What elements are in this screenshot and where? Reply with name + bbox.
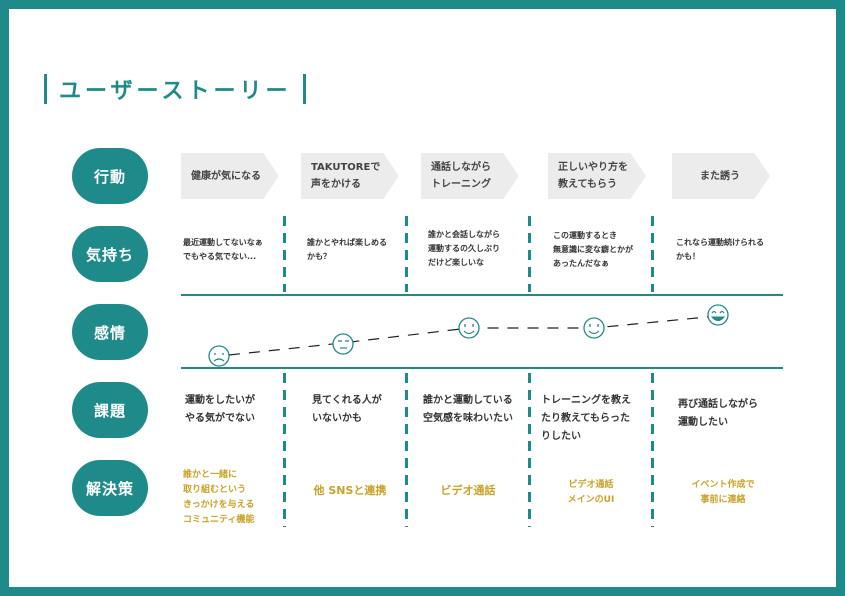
page-title-text: ユーザーストーリー: [59, 79, 292, 104]
issue-3: 誰かと運動している 空気感を味わいたい: [423, 395, 513, 424]
thought-3: 誰かと会話しながら 運動するの久しぶり だけど楽しいな: [428, 230, 500, 267]
divider-feeling-2: [405, 216, 408, 292]
emotion-band-top: [181, 294, 783, 296]
action-step-2: TAKUTOREで 声をかける: [301, 153, 399, 199]
action-step-4-label: 正しいやり方を 教えてもらう: [558, 162, 628, 190]
row-label-issue: 課題: [72, 382, 148, 438]
divider-feeling-3: [528, 216, 531, 292]
divider-bottom-4: [651, 373, 654, 527]
title-bar-right: [303, 74, 307, 104]
row-label-feeling: 気持ち: [72, 226, 148, 282]
action-step-2-label: TAKUTOREで 声をかける: [311, 162, 381, 190]
issue-1: 運動をしたいが やる気がでない: [185, 395, 255, 424]
thought-4: この運動するとき 無意識に変な癖とかが あったんだなぁ: [553, 231, 633, 268]
solution-3: ビデオ通話: [440, 484, 496, 497]
smile-face-icon: [458, 317, 480, 339]
thought-2: 誰かとやれば楽しめる かも？: [307, 238, 387, 261]
action-step-1-label: 健康が気になる: [191, 170, 261, 182]
solution-5: イベント作成で 事前に連絡: [691, 480, 755, 505]
happy-face-icon: [707, 304, 729, 326]
issue-5: 再び通話しながら 運動したい: [678, 399, 758, 428]
page-title: ユーザーストーリー: [44, 73, 307, 105]
sad-face-icon: [208, 345, 230, 367]
action-step-5: また誘う: [672, 153, 770, 199]
emotion-band-bottom: [181, 367, 783, 369]
issue-4: トレーニングを教え たり教えてもらった りしたい: [541, 395, 631, 442]
thought-1: 最近運動してないなぁ でもやる気でない...: [183, 238, 263, 261]
thought-5: これなら運動続けられる かも！: [676, 238, 764, 261]
neutral-face-icon: [332, 333, 354, 355]
divider-feeling-1: [283, 216, 286, 292]
divider-bottom-3: [528, 373, 531, 527]
divider-bottom-2: [405, 373, 408, 527]
divider-feeling-4: [651, 216, 654, 292]
row-label-emotion: 感情: [72, 304, 148, 360]
action-step-5-label: また誘う: [700, 170, 740, 182]
action-step-1: 健康が気になる: [181, 153, 279, 199]
row-label-solution: 解決策: [72, 460, 148, 516]
title-bar-left: [44, 74, 47, 104]
solution-4: ビデオ通話 メインのUI: [567, 480, 615, 505]
row-label-action: 行動: [72, 148, 148, 204]
divider-bottom-1: [283, 373, 286, 527]
solution-1: 誰かと一緒に 取り組むという きっかけを与える コミュニティ機能: [183, 470, 255, 525]
action-step-4: 正しいやり方を 教えてもらう: [548, 153, 646, 199]
solution-2: 他 SNSと連携: [313, 484, 387, 497]
action-step-3: 通話しながら トレーニング: [421, 153, 519, 199]
issue-2: 見てくれる人が いないかも: [312, 395, 382, 424]
action-step-3-label: 通話しながら トレーニング: [431, 162, 491, 190]
smile-face-icon: [583, 317, 605, 339]
